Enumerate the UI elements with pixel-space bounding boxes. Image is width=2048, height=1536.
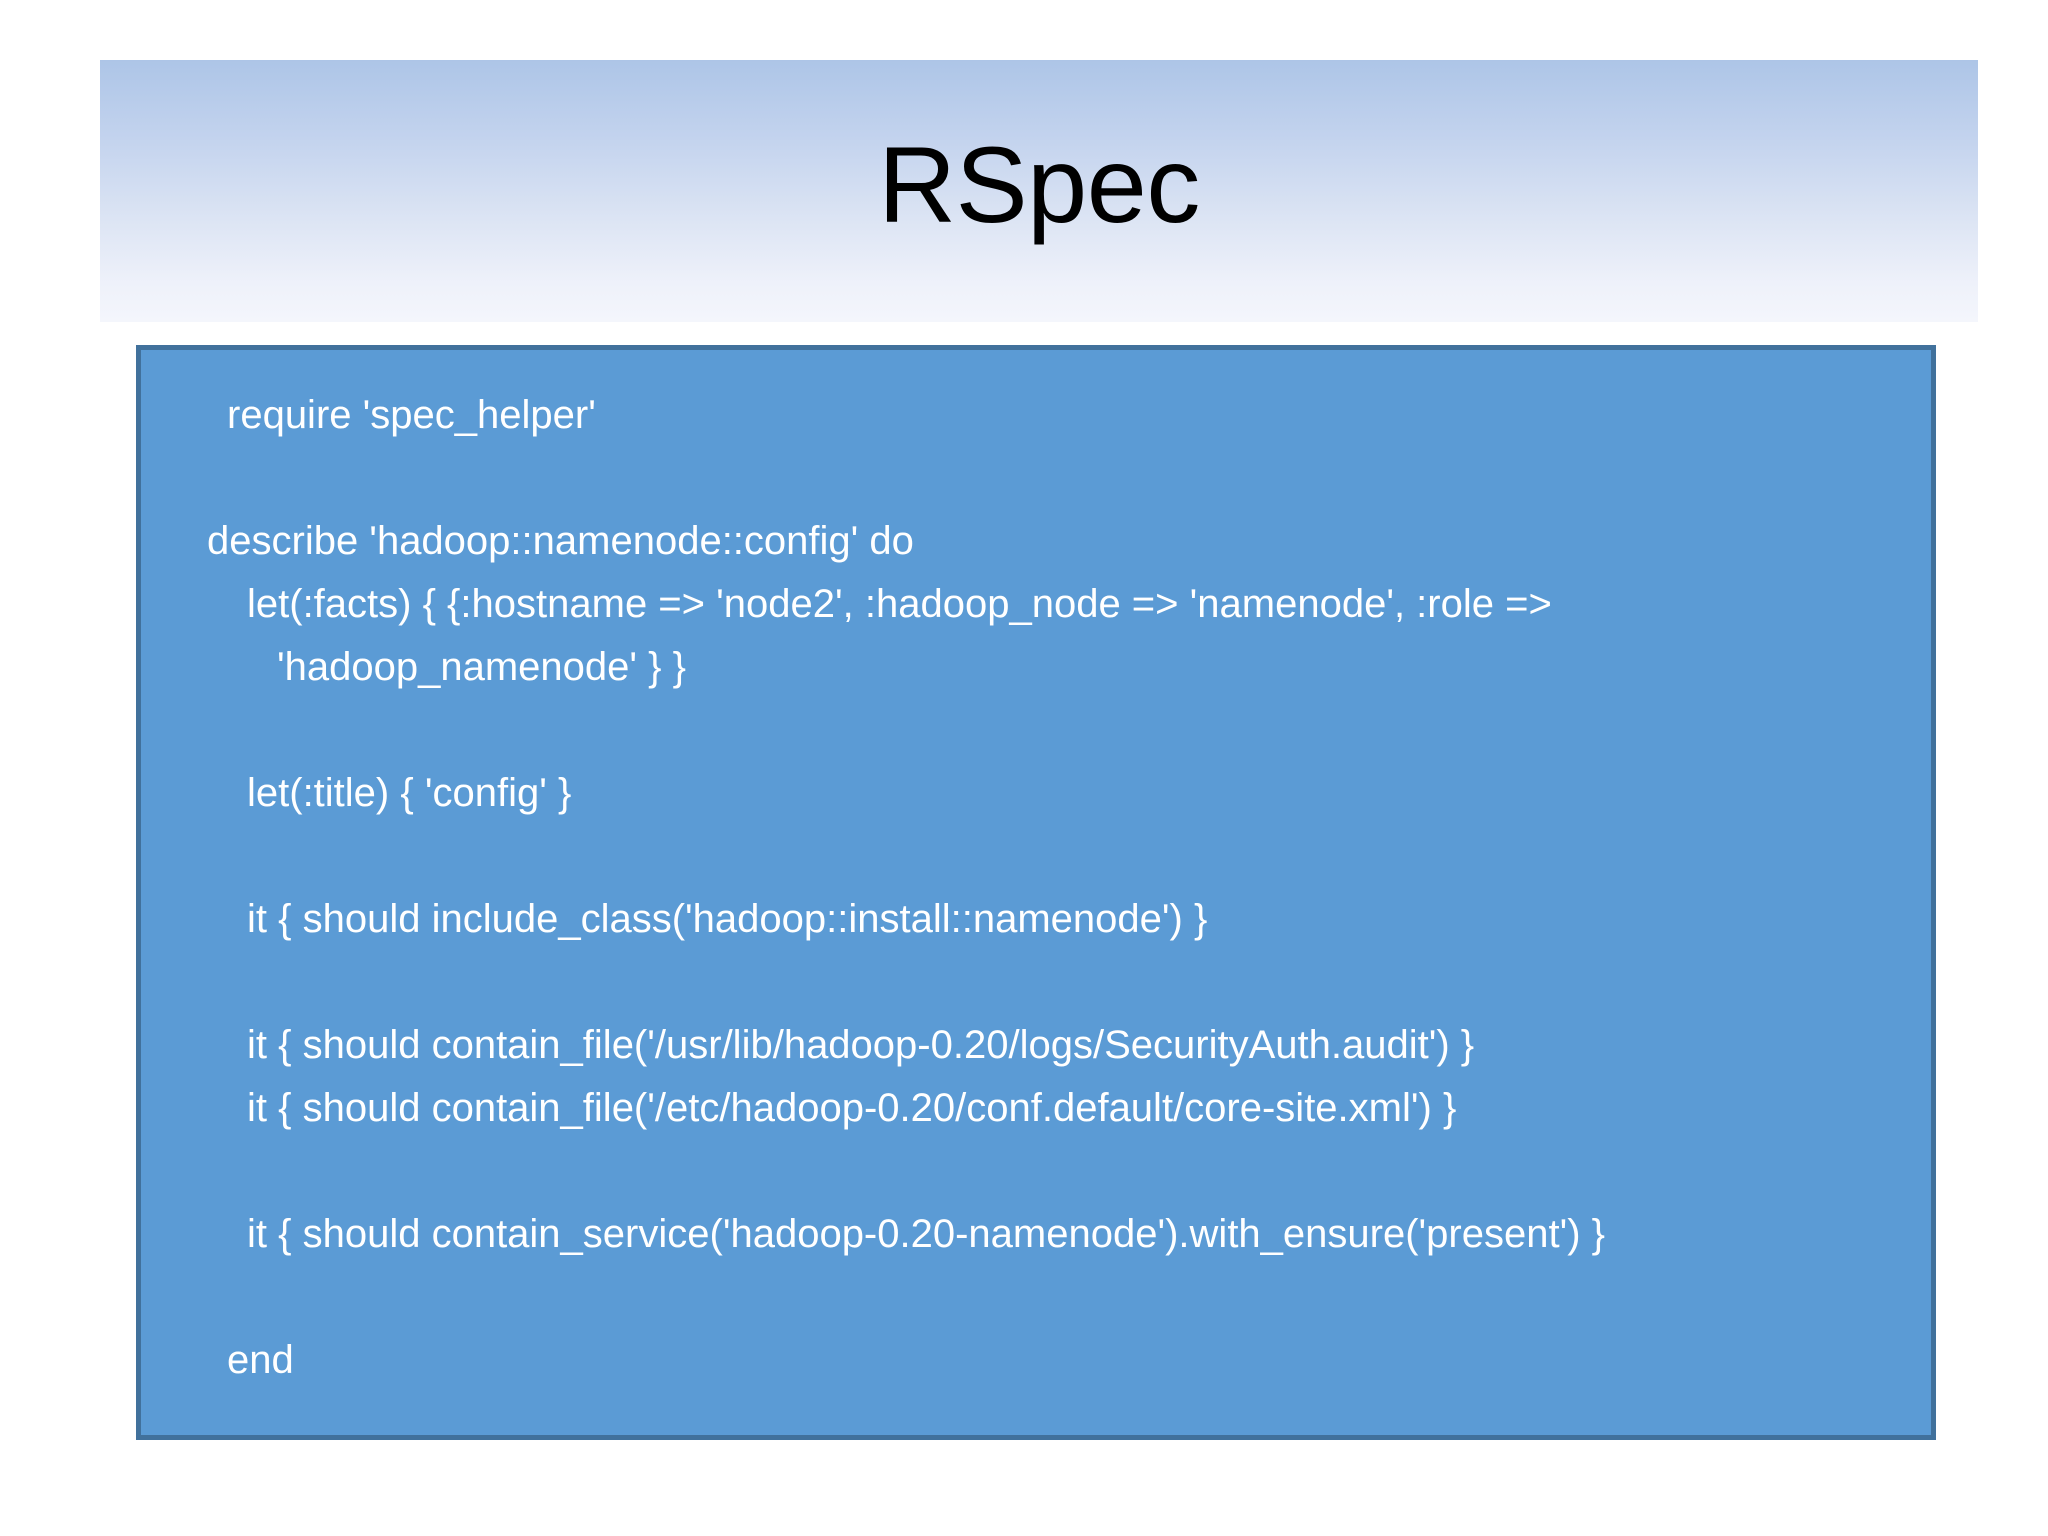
code-line: it { should contain_file('/usr/lib/hadoo… — [247, 1023, 1475, 1067]
code-line: let(:facts) { {:hostname => 'node2', :ha… — [247, 582, 1552, 626]
code-line: require 'spec_helper' — [227, 393, 596, 437]
code-line-blank — [167, 951, 1905, 1014]
code-line: describe 'hadoop::namenode::config' do — [207, 519, 914, 563]
code-line-blank — [167, 1266, 1905, 1329]
code-line-blank — [167, 825, 1905, 888]
code-line-blank — [167, 447, 1905, 510]
code-snippet-block: require 'spec_helper'describe 'hadoop::n… — [136, 345, 1936, 1440]
code-line: 'hadoop_namenode' } } — [277, 645, 686, 689]
code-lines-container: require 'spec_helper'describe 'hadoop::n… — [167, 384, 1905, 1392]
code-line-blank — [167, 699, 1905, 762]
page-title: RSpec — [878, 124, 1200, 245]
code-line: end — [227, 1338, 294, 1382]
code-line: let(:title) { 'config' } — [247, 771, 572, 815]
slide-title-banner: RSpec — [100, 60, 1978, 322]
code-line-blank — [167, 1140, 1905, 1203]
code-line: it { should include_class('hadoop::insta… — [247, 897, 1208, 941]
code-line: it { should contain_service('hadoop-0.20… — [247, 1212, 1606, 1256]
code-line: it { should contain_file('/etc/hadoop-0.… — [247, 1086, 1457, 1130]
